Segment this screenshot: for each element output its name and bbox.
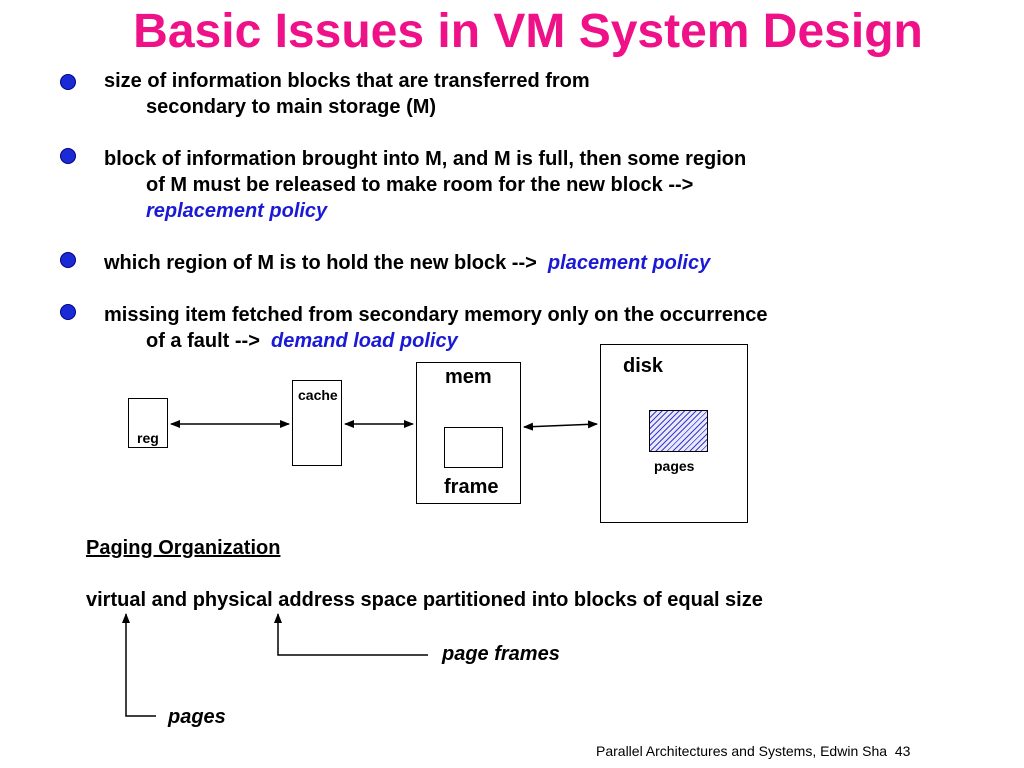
footer-text: Parallel Architectures and Systems, Edwi… bbox=[596, 743, 888, 759]
cache-label: cache bbox=[298, 387, 338, 403]
reg-label: reg bbox=[137, 430, 159, 446]
bullet-4-text: of a fault --> bbox=[146, 330, 260, 352]
page-number: 43 bbox=[894, 743, 911, 759]
bullet-1-line-1: size of information blocks that are tran… bbox=[104, 70, 590, 92]
bullet-4-line-2: of a fault --> demand load policy bbox=[146, 328, 458, 354]
bullet-icon bbox=[60, 74, 76, 90]
mem-disk-arrow bbox=[523, 420, 598, 431]
bullet-3-line: which region of M is to hold the new blo… bbox=[104, 250, 710, 276]
cache-box bbox=[292, 380, 342, 466]
pages-pointer-line bbox=[122, 613, 156, 717]
demand-load-policy-text: demand load policy bbox=[271, 330, 458, 352]
page-frames-label: page frames bbox=[442, 643, 560, 665]
frame-box bbox=[444, 427, 503, 468]
disk-pages-block bbox=[649, 410, 708, 452]
page-frames-pointer-line bbox=[274, 613, 428, 656]
bullet-4-line-1: missing item fetched from secondary memo… bbox=[104, 304, 768, 326]
bullet-icon bbox=[60, 304, 76, 320]
footer: Parallel Architectures and Systems, Edwi… bbox=[596, 743, 910, 759]
paging-heading: Paging Organization bbox=[86, 537, 281, 559]
disk-label: disk bbox=[623, 355, 664, 377]
slide-title: Basic Issues in VM System Design bbox=[133, 5, 923, 58]
reg-box bbox=[128, 398, 168, 448]
pages-pointer-label: pages bbox=[168, 706, 226, 728]
paging-sentence: virtual and physical address space parti… bbox=[86, 589, 763, 611]
pages-label: pages bbox=[654, 458, 695, 474]
replacement-policy-text: replacement policy bbox=[146, 200, 328, 222]
placement-policy-text: placement policy bbox=[547, 252, 711, 274]
bullet-2-line-1: block of information brought into M, and… bbox=[104, 148, 747, 170]
mem-label: mem bbox=[445, 366, 492, 388]
bullet-icon bbox=[60, 148, 76, 164]
bullet-2-line-2: of M must be released to make room for t… bbox=[146, 174, 694, 196]
bullet-1-line-2: secondary to main storage (M) bbox=[146, 96, 437, 118]
bullet-3-text: which region of M is to hold the new blo… bbox=[104, 252, 537, 274]
bullet-icon bbox=[60, 252, 76, 268]
frame-label: frame bbox=[444, 476, 499, 498]
